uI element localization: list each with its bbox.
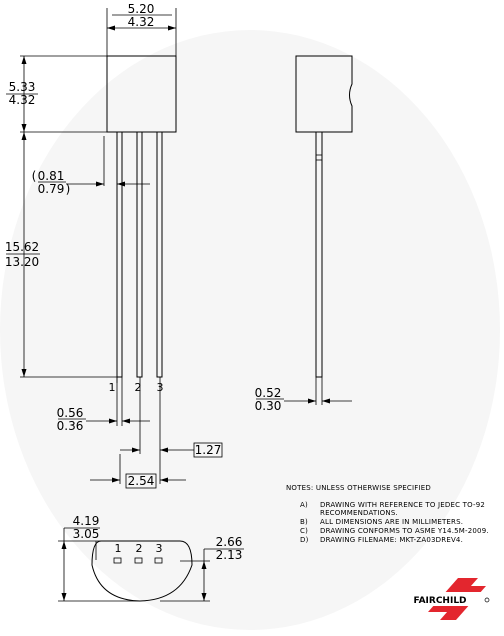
note-c-line-1: DRAWING CONFORMS TO ASME Y14.5M-2009. xyxy=(320,527,489,535)
dim-span: 2.54 xyxy=(128,474,155,488)
note-a-label: A) xyxy=(300,501,308,509)
lead-3 xyxy=(156,131,163,378)
dim-lead-offset-max: 0.81 xyxy=(38,169,65,183)
bottom-pad-2 xyxy=(134,557,143,564)
dim-lead-length-max: 15.62 xyxy=(5,240,39,254)
dim-flat-height-max: 2.66 xyxy=(216,535,243,549)
dim-body-width-min: 4.32 xyxy=(128,15,155,29)
dim-body-height-min: 4.32 xyxy=(9,93,36,107)
side-lead xyxy=(315,131,323,378)
side-body xyxy=(295,55,353,133)
lead-1 xyxy=(116,131,123,378)
bottom-pin-label-3: 3 xyxy=(156,542,163,555)
note-d-label: D) xyxy=(300,536,309,544)
pin-label-1: 1 xyxy=(109,381,116,394)
dim-lead-offset-min: 0.79 xyxy=(38,182,65,196)
notes-header: NOTES: UNLESS OTHERWISE SPECIFIED xyxy=(286,484,431,492)
registered-mark-icon xyxy=(484,597,490,603)
dim-lead-length-min: 13.20 xyxy=(5,255,39,269)
fairchild-logo: FAIRCHILD xyxy=(398,578,490,620)
note-d-line-1: DRAWING FILENAME: MKT-ZA03DREV4. xyxy=(320,536,463,544)
bottom-body xyxy=(91,540,193,602)
bottom-pin-label-2: 2 xyxy=(136,542,143,555)
dim-body-height-max: 5.33 xyxy=(9,80,36,94)
note-a-line-2: RECOMMENDATIONS. xyxy=(320,509,398,517)
bottom-pad-3 xyxy=(154,557,163,564)
note-b-line-1: ALL DIMENSIONS ARE IN MILLIMETERS. xyxy=(320,518,463,526)
dim-body-width-max: 5.20 xyxy=(128,2,155,16)
note-a-line-1: DRAWING WITH REFERENCE TO JEDEC TO-92 xyxy=(320,501,485,509)
bottom-pad-1 xyxy=(113,557,122,564)
bottom-view: 1 2 3 4.19 3.05 2.66 2.13 xyxy=(58,514,244,602)
dim-lead-width-max: 0.56 xyxy=(57,406,84,420)
note-b-label: B) xyxy=(300,518,308,526)
dim-flat-height-min: 2.13 xyxy=(216,548,243,562)
note-c-label: C) xyxy=(300,527,308,535)
dim-lead-thickness-max: 0.52 xyxy=(255,386,282,400)
dim-bottom-height-max: 4.19 xyxy=(73,514,100,528)
dim-lead-thickness-min: 0.30 xyxy=(255,399,282,413)
dim-close-paren-1: ) xyxy=(66,182,71,196)
dim-open-paren-1: ( xyxy=(32,169,37,183)
dim-pitch: 1.27 xyxy=(195,443,222,457)
dim-pitch-box xyxy=(193,442,223,458)
notes-block: NOTES: UNLESS OTHERWISE SPECIFIED A) DRA… xyxy=(286,484,489,544)
lead-2 xyxy=(136,131,143,378)
side-view: 0.52 0.30 xyxy=(255,55,353,413)
dim-span-box xyxy=(125,473,157,489)
logo-text: FAIRCHILD xyxy=(413,596,466,606)
dim-bottom-height-min: 3.05 xyxy=(73,527,100,541)
bottom-pin-label-1: 1 xyxy=(115,542,122,555)
dim-lead-width-min: 0.36 xyxy=(57,419,84,433)
pin-label-2: 2 xyxy=(135,381,142,394)
front-view: 5.20 4.32 5.33 4.32 15.62 13.20 ( 0.81 0… xyxy=(5,2,223,489)
